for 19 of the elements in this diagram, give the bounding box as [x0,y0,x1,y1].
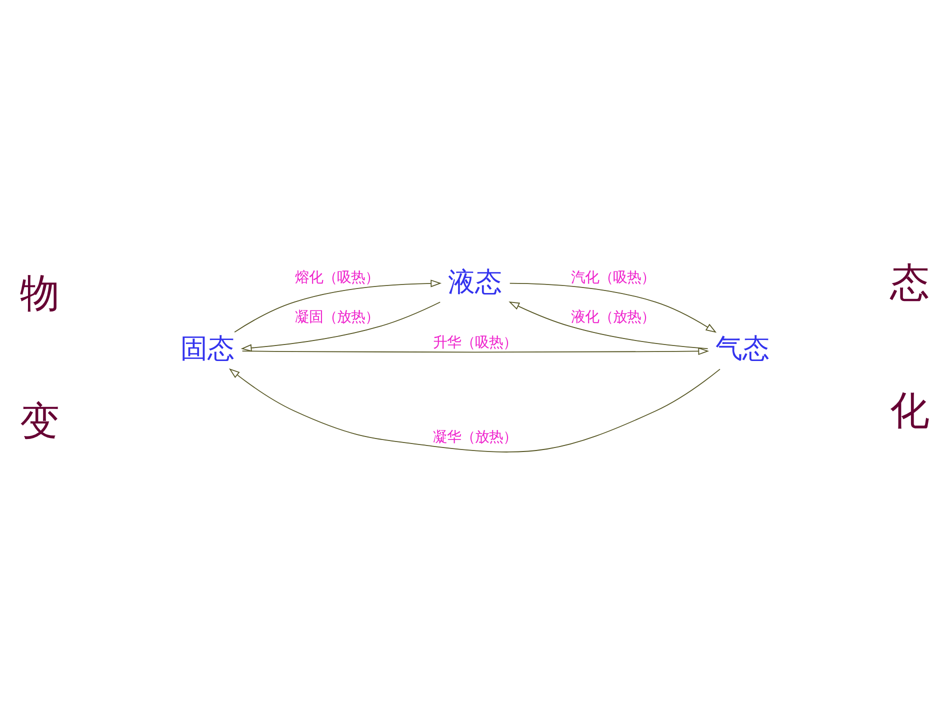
edge-label: 熔化（吸热） [295,270,380,286]
edge-label: 液化（放热） [570,310,655,326]
arrow [234,280,442,333]
edge-label: 凝华（放热） [433,429,517,446]
node-text: 固态 [180,333,235,364]
node-text: 气态 [715,333,770,364]
label: 变 [20,398,60,445]
arrow [240,302,441,352]
node-text: 液态 [448,266,502,298]
edge-label: 凝固（放热） [295,310,380,326]
edge-label: 升华（吸热） [433,334,517,351]
arrow [509,282,717,333]
label: 态 [890,260,930,306]
arrow [508,302,708,350]
label: 化 [890,388,930,434]
label: 物 [20,270,60,317]
arrow [228,368,720,452]
edge-label: 汽化（吸热） [570,270,655,286]
arrow [242,347,710,355]
